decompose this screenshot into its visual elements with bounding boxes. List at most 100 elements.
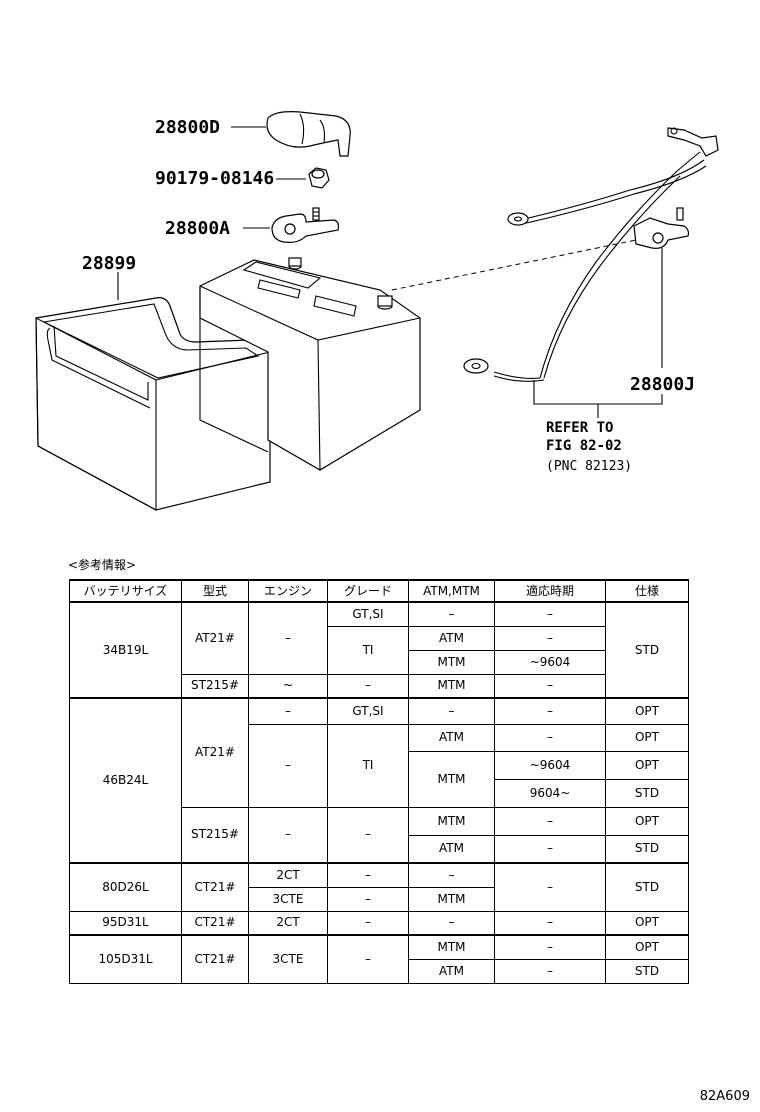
- callout-28899: 28899: [82, 253, 136, 274]
- cell-period: –: [494, 910, 606, 936]
- col-header-transmission: ATM,MTM: [408, 579, 495, 603]
- cell-spec: OPT: [605, 910, 689, 936]
- cell-transmission: MTM: [408, 649, 495, 675]
- cell-grade: –: [327, 862, 409, 888]
- table-row: 46B24L AT21# – GT,SI – – OPT: [69, 697, 689, 864]
- callout-28800j: 28800J: [630, 374, 695, 395]
- table-row: ST215# – – MTM – OPT: [70, 806, 689, 864]
- cell-spec: STD: [605, 862, 689, 912]
- cell-transmission: MTM: [408, 806, 495, 836]
- cell-spec: OPT: [605, 806, 689, 836]
- cell-transmission: ATM: [408, 625, 495, 651]
- table-row: ATM – STD: [70, 958, 689, 984]
- cell-battery-size: 46B24L: [69, 697, 182, 864]
- cell-grade: GT,SI: [327, 697, 409, 725]
- cell-model: ST215#: [181, 806, 249, 864]
- cell-spec: OPT: [605, 934, 689, 960]
- cell-period: –: [494, 834, 606, 864]
- callout-28800a: 28800A: [165, 218, 230, 239]
- cell-grade: –: [327, 886, 409, 912]
- refer-to-line-1: REFER TO: [546, 420, 613, 436]
- cell-grade: –: [327, 673, 409, 699]
- col-header-grade: グレード: [327, 579, 409, 603]
- cell-grade: GT,SI: [327, 601, 409, 627]
- cell-transmission: MTM: [408, 886, 495, 912]
- cell-transmission: ATM: [408, 958, 495, 984]
- cell-spec: OPT: [605, 697, 689, 725]
- cell-grade: TI: [327, 625, 409, 675]
- cell-transmission: ATM: [408, 834, 495, 864]
- cell-grade: TI: [327, 723, 409, 808]
- diagram-id: 82A609: [699, 1089, 750, 1104]
- table-row: ST215# ~ – MTM –: [70, 673, 689, 699]
- cell-battery-size: 105D31L: [69, 934, 182, 984]
- nut-part: [308, 167, 330, 189]
- battery-tray-part: [35, 297, 271, 511]
- cell-grade: –: [327, 806, 409, 864]
- cell-transmission: –: [408, 862, 495, 888]
- cell-period: –: [494, 934, 606, 960]
- cell-period: ~9604: [494, 750, 606, 780]
- cell-transmission: ATM: [408, 723, 495, 752]
- cell-battery-size: 95D31L: [69, 910, 182, 936]
- cell-spec: STD: [605, 834, 689, 864]
- battery-cable: [463, 127, 719, 382]
- cell-model: CT21#: [181, 910, 249, 936]
- col-header-model: 型式: [181, 579, 249, 603]
- cell-engine: ~: [248, 673, 328, 699]
- callout-28800d: 28800D: [155, 117, 220, 138]
- cell-battery-size: 34B19L: [69, 601, 182, 699]
- cell-transmission: MTM: [408, 750, 495, 808]
- col-header-engine: エンジン: [248, 579, 328, 603]
- col-header-battery-size: バッテリサイズ: [69, 579, 182, 603]
- table-row: 3CTE – MTM: [70, 886, 689, 912]
- refer-to-line-2: FIG 82-02: [546, 438, 622, 454]
- cell-period: –: [494, 958, 606, 984]
- table-row: 105D31L CT21# 3CTE – MTM – OPT: [69, 934, 689, 984]
- cell-period: –: [494, 697, 606, 725]
- battery-part: [199, 257, 421, 471]
- cell-spec: STD: [605, 778, 689, 808]
- cell-model: CT21#: [181, 862, 249, 912]
- cell-period: 9604~: [494, 778, 606, 808]
- terminal-cover-part: [266, 111, 351, 157]
- table-row: MTM ~9604 OPT: [70, 750, 689, 808]
- cell-engine: –: [248, 723, 328, 808]
- cell-transmission: –: [408, 601, 495, 627]
- cell-spec: STD: [605, 601, 689, 699]
- cell-transmission: –: [408, 697, 495, 725]
- cell-battery-size: 80D26L: [69, 862, 182, 912]
- cell-model: AT21#: [181, 697, 249, 808]
- cell-period: –: [494, 673, 606, 699]
- cell-grade: –: [327, 934, 409, 984]
- cell-model: CT21#: [181, 934, 249, 984]
- callout-90179-08146: 90179-08146: [155, 168, 274, 189]
- cell-engine: 3CTE: [248, 934, 328, 984]
- cell-spec: OPT: [605, 750, 689, 780]
- col-header-period: 適応時期: [494, 579, 606, 603]
- cell-period: –: [494, 625, 606, 651]
- cell-engine: –: [248, 806, 328, 864]
- terminal-clamp-part: [271, 207, 340, 243]
- cell-period: –: [494, 723, 606, 752]
- parts-diagram: 28800D 90179-08146 28800A 28899 28800J: [35, 111, 719, 511]
- col-header-spec: 仕様: [605, 579, 689, 603]
- cell-engine: 2CT: [248, 862, 328, 888]
- cell-spec: STD: [605, 958, 689, 984]
- cell-period: –: [494, 806, 606, 836]
- table-row: 80D26L CT21# 2CT – – – STD: [69, 862, 689, 912]
- refer-to-line-3: (PNC 82123): [546, 459, 632, 474]
- battery-spec-table: バッテリサイズ 型式 エンジン グレード ATM,MTM 適応時期 仕様 34B…: [69, 579, 689, 984]
- cell-transmission: MTM: [408, 934, 495, 960]
- table-row: 9604~ STD: [70, 778, 689, 808]
- cell-engine: 3CTE: [248, 886, 328, 912]
- cell-model: AT21#: [181, 601, 249, 675]
- cell-transmission: –: [408, 910, 495, 936]
- cell-transmission: MTM: [408, 673, 495, 699]
- table-row: ATM – STD: [70, 834, 689, 864]
- cell-model: ST215#: [181, 673, 249, 699]
- reference-info-caption: <参考情報>: [68, 558, 137, 572]
- terminal-j-part: [633, 207, 690, 249]
- cell-period: ~9604: [494, 649, 606, 675]
- cell-period: –: [494, 862, 606, 912]
